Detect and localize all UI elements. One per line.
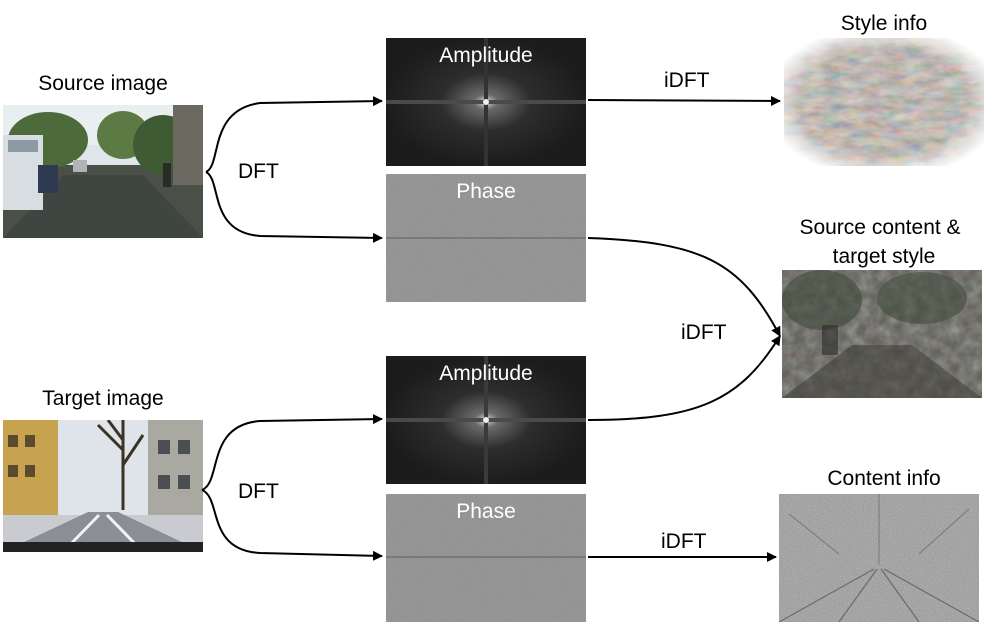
- source-phase-to-mixed-arrow: [587, 237, 781, 337]
- source-phase-title: Phase: [456, 180, 516, 203]
- target-image: [3, 420, 203, 552]
- target-amplitude-to-mixed-arrow: [587, 335, 781, 421]
- mixed-output-image: [782, 270, 982, 398]
- source-to-phase-arrow: [205, 171, 383, 243]
- idft-label-content: iDFT: [661, 530, 707, 553]
- idft-label-style: iDFT: [664, 69, 710, 92]
- content-info-image: [779, 494, 979, 622]
- style-info-image: [784, 38, 984, 166]
- source-image: [3, 105, 203, 238]
- style-info-label: Style info: [840, 12, 928, 35]
- target-phase-title: Phase: [456, 500, 516, 523]
- mixed-output-label-line2: target style: [832, 245, 936, 268]
- source-image-label: Source image: [38, 72, 168, 95]
- dft-label-target: DFT: [238, 480, 279, 503]
- source-amplitude-spectrum: Amplitude: [386, 38, 586, 166]
- content-info-label: Content info: [827, 467, 941, 490]
- target-amplitude-title: Amplitude: [439, 362, 533, 385]
- source-to-amplitude-arrow: [205, 96, 383, 173]
- target-image-label: Target image: [42, 387, 164, 410]
- target-to-amplitude-arrow: [201, 414, 383, 491]
- dft-label-source: DFT: [238, 160, 279, 183]
- source-phase-spectrum: Phase: [386, 174, 586, 302]
- mixed-output-label-line1: Source content &: [799, 216, 961, 239]
- target-phase-spectrum: Phase: [386, 494, 586, 622]
- source-amplitude-title: Amplitude: [439, 44, 533, 67]
- target-amplitude-spectrum: Amplitude: [386, 356, 586, 484]
- target-to-phase-arrow: [201, 489, 383, 561]
- idft-label-mixed: iDFT: [681, 321, 727, 344]
- amplitude-to-style-arrow: [587, 95, 781, 106]
